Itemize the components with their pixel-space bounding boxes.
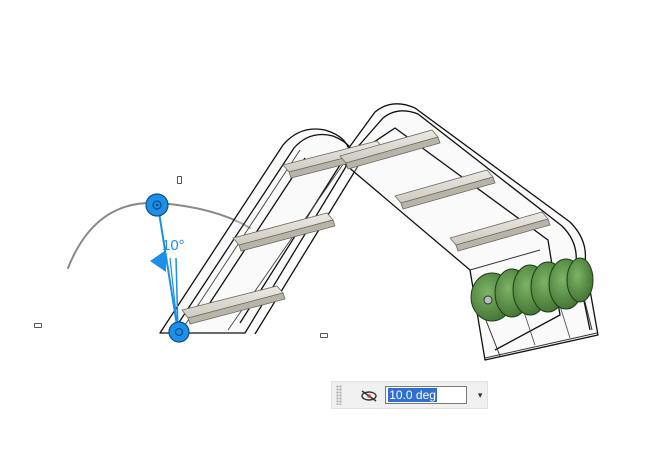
top-grip-handle[interactable] — [177, 176, 182, 184]
pivot-handle — [168, 321, 190, 343]
chevron-down-icon: ▾ — [477, 389, 483, 400]
angle-input-toolbar: 10.0 deg ▾ — [331, 381, 488, 409]
angle-arrow-icon — [150, 250, 166, 272]
left-grip-handle[interactable] — [34, 323, 42, 328]
angle-label: 10° — [162, 237, 185, 254]
angle-value-field[interactable]: 10.0 deg — [385, 386, 468, 404]
rotation-toggle-button[interactable] — [356, 384, 381, 406]
angle-value-text: 10.0 deg — [388, 388, 437, 402]
toolbar-grip[interactable] — [336, 385, 342, 405]
right-ladder-frame[interactable] — [339, 103, 599, 361]
left-ladder-rungs — [181, 140, 386, 325]
roller-assembly[interactable] — [470, 257, 594, 322]
roller-axle — [483, 295, 493, 305]
rotation-manipulator[interactable]: 10° — [145, 193, 190, 343]
right-grip-handle[interactable] — [320, 333, 328, 338]
angle-dropdown-button[interactable]: ▾ — [473, 386, 487, 404]
right-ladder-rungs — [339, 129, 551, 252]
rotation-toggle-icon — [360, 390, 377, 402]
